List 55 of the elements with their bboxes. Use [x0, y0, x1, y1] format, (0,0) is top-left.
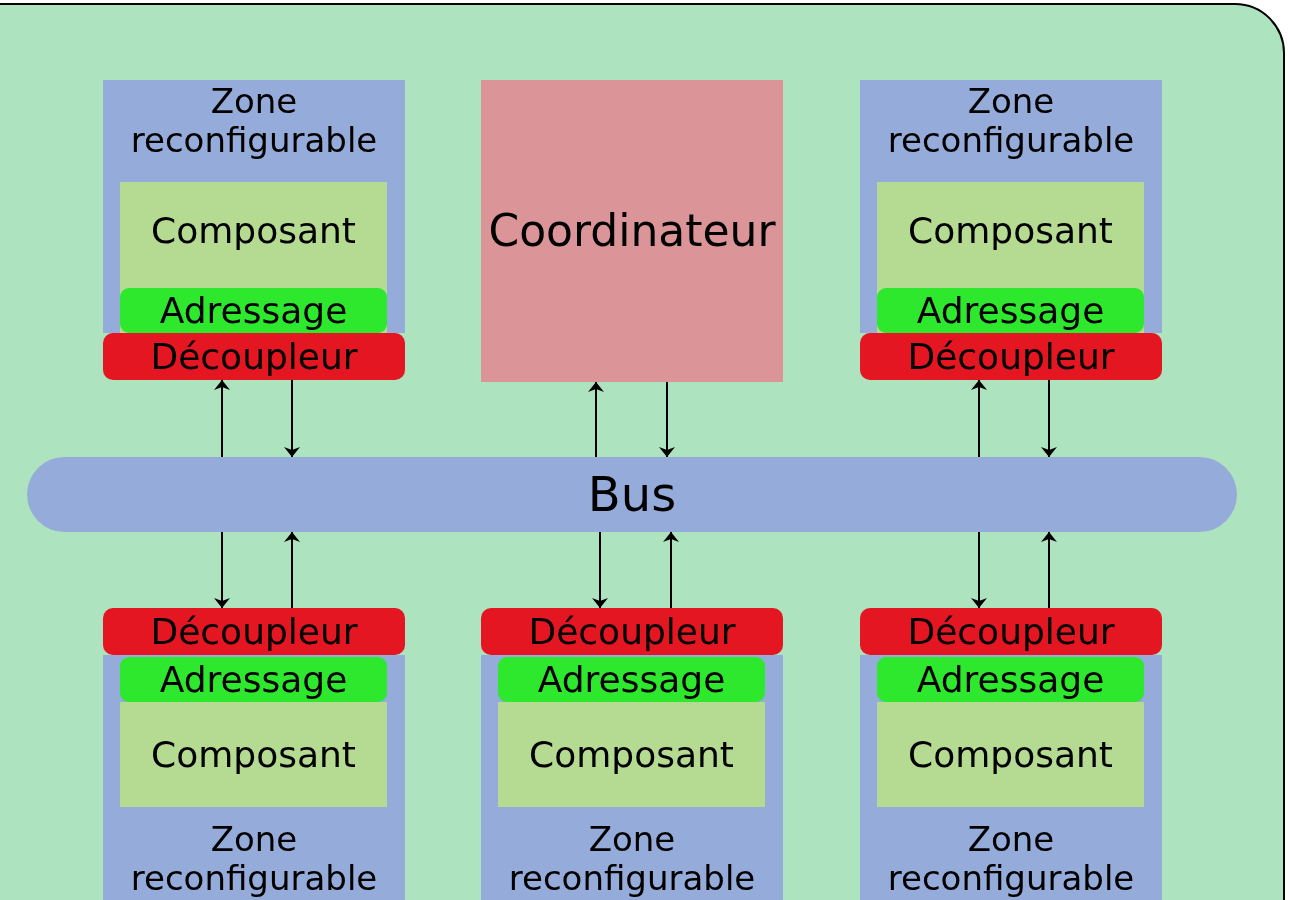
node-label: Zone reconfigurable [886, 819, 1136, 898]
node-label: Adressage [159, 289, 348, 332]
decoupler-box [103, 608, 405, 655]
arrow [287, 379, 297, 458]
arrow [974, 379, 984, 458]
component-box [498, 702, 765, 807]
arrow [666, 531, 676, 609]
node-label: Adressage [159, 658, 348, 701]
addressing-box [120, 657, 387, 702]
decoupler-box [481, 608, 783, 655]
arrow [595, 531, 605, 609]
node-label: Coordinateur [488, 205, 776, 257]
zone-box [103, 80, 405, 333]
node-label: Découpleur [150, 610, 358, 653]
arrow [287, 531, 297, 609]
arrow [974, 531, 984, 609]
node-label: Composant [151, 733, 356, 776]
zone-box [860, 80, 1162, 333]
arrow [1044, 379, 1054, 458]
arrow [662, 381, 672, 458]
node-label: Adressage [916, 658, 1105, 701]
decoupler-box [103, 333, 405, 380]
node-label: Bus [587, 466, 677, 523]
arrow [217, 379, 227, 458]
arrow [217, 531, 227, 609]
zone-box [481, 655, 783, 900]
addressing-box [877, 288, 1144, 333]
node-label: Adressage [916, 289, 1105, 332]
node-label: Zone reconfigurable [886, 82, 1136, 161]
node-label: Composant [907, 210, 1114, 252]
node-label: Découpleur [907, 610, 1115, 653]
component-box [877, 702, 1144, 807]
node-label: Zone reconfigurable [129, 819, 379, 898]
addressing-box [877, 657, 1144, 702]
addressing-box [120, 288, 387, 333]
coordinator-box [481, 80, 783, 382]
node-label: Composant [908, 733, 1113, 776]
zone-box [103, 655, 405, 900]
addressing-box [498, 657, 765, 702]
component-box [120, 702, 387, 807]
arrow [1044, 531, 1054, 609]
zone-box [860, 655, 1162, 900]
decoupler-box [860, 608, 1162, 655]
component-box [120, 182, 387, 333]
arrow [591, 381, 601, 458]
node-label: Composant [529, 733, 734, 776]
node-label: Zone reconfigurable [507, 819, 757, 898]
node-label: Adressage [537, 658, 726, 701]
node-label: Zone reconfigurable [129, 82, 379, 161]
node-label: Découpleur [150, 335, 358, 378]
component-box [877, 182, 1144, 333]
node-label: Découpleur [907, 335, 1115, 378]
decoupler-box [860, 333, 1162, 380]
node-label: Composant [150, 210, 357, 252]
node-label: Découpleur [528, 610, 736, 653]
